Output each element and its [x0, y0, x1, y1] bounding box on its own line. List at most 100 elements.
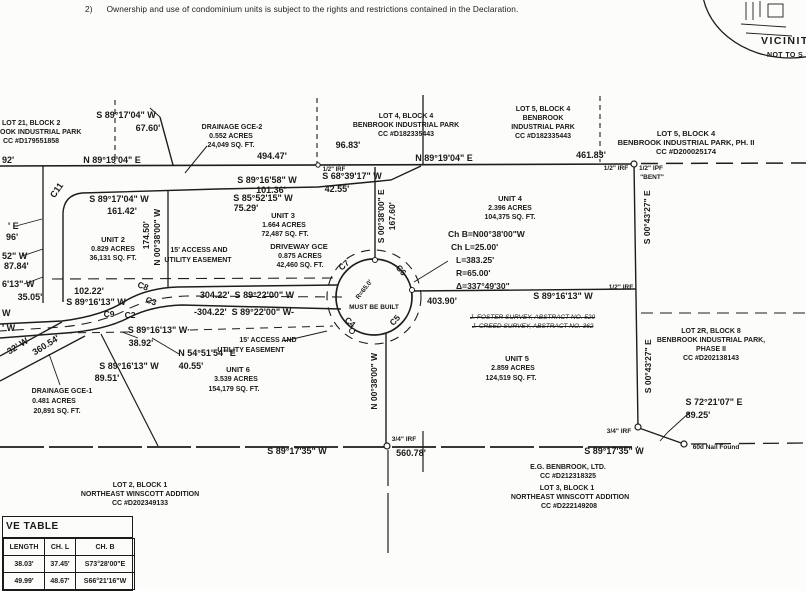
vicinity-map-circle	[703, 0, 806, 59]
plat-label: 87.84'	[4, 261, 29, 271]
plat-label: 154,179 SQ. FT.	[208, 386, 260, 393]
curve-table-cell: 37.45'	[44, 555, 76, 573]
plat-label: UNIT 3	[271, 211, 295, 220]
curve-table-cell: S66°21'16"W	[75, 572, 135, 590]
plat-label: C9	[103, 309, 115, 319]
plat-label: 15' ACCESS AND	[239, 337, 297, 344]
plat-label: LOT 3, BLOCK 1	[539, 485, 595, 492]
plat-label: 0.552 ACRES	[209, 133, 253, 140]
plat-label: S 00°43'27" E	[642, 339, 653, 394]
plat-label: LOT 2R, BLOCK 8	[681, 328, 741, 335]
plat-label: 304.22' S 89°22'00" W	[199, 290, 295, 300]
vicinity-map-streets	[740, 1, 793, 37]
plat-label: LOT 4, BLOCK 4	[378, 113, 434, 120]
plat-label: 1/2" IPF	[638, 165, 664, 172]
plat-label: DRIVEWAY GCE	[270, 242, 328, 251]
plat-label: CC #D182335443	[514, 133, 572, 140]
plat-label: 0.829 ACRES	[91, 246, 135, 253]
plat-label: DRAINAGE GCE-2	[201, 124, 263, 131]
plat-label: LOT 5, BLOCK 4	[515, 106, 571, 113]
cul-de-sac-easement-ring	[326, 249, 422, 345]
plat-label: S 00°43'27" E	[641, 190, 652, 245]
plat-label: 0.875 ACRES	[278, 253, 322, 260]
plat-label: MUST BE BUILT	[349, 304, 399, 311]
plat-label: S 68°39'17" W	[322, 171, 382, 181]
plat-label: 42.55'	[324, 184, 350, 194]
plat-label: CC #D202138143	[682, 355, 740, 362]
plat-label: 52" W	[2, 251, 28, 261]
plat-label: 96.83'	[335, 140, 361, 150]
plat-label: BENBROOK	[522, 115, 564, 122]
plat-label: W	[2, 308, 11, 318]
plat-label: 1.664 ACRES	[262, 222, 306, 229]
plat-label: UNIT 6	[226, 365, 250, 374]
plat-label: 67.60'	[135, 123, 161, 133]
plat-label: 560.78'	[396, 448, 426, 458]
plat-label: CC #D202349133	[111, 500, 169, 507]
plat-label: 42,460 SQ. FT.	[276, 262, 324, 269]
plat-note: 2)Ownership and use of condominium units…	[85, 4, 518, 14]
plat-label: 35.05'	[17, 292, 43, 302]
plat-label: 40.55'	[178, 361, 204, 371]
plat-label: NORTHEAST WINSCOTT ADDITION	[80, 491, 200, 498]
curve-table-header: CH. L	[44, 538, 76, 556]
plat-label: BENBROOK INDUSTRIAL PARK,	[656, 337, 766, 344]
plat-label: LOT 2, BLOCK 1	[112, 482, 168, 489]
plat-label: S 89°16'13" W	[66, 297, 126, 307]
plat-label: N 89°19'04" E	[415, 153, 473, 163]
plat-label: UNIT 2	[101, 235, 125, 244]
curve-table-header: LENGTH	[3, 538, 45, 556]
vicinity-map-title: VICINITY	[761, 35, 806, 47]
plat-label: S 72°21'07" E	[685, 397, 743, 407]
plat-label: N 89°19'04" E	[83, 155, 141, 165]
plat-label: 24,049 SQ. FT.	[207, 142, 255, 149]
plat-label: 174.50'	[140, 221, 151, 250]
vicinity-map-subtitle: NOT TO S	[767, 52, 804, 59]
plat-label: CC #D182335443	[377, 131, 435, 138]
road-north-edge	[0, 284, 339, 325]
plat-label: C2	[124, 310, 136, 320]
plat-label: S 89°17'35" W	[584, 446, 644, 456]
plat-label: Ch L=25.00'	[451, 242, 499, 252]
curve-table-cell: S73°28'00"E	[75, 555, 135, 573]
plat-label: S 89°16'58" W	[237, 175, 297, 185]
plat-label: 20,891 SQ. FT.	[33, 408, 81, 415]
plat-label: R=65.00'	[456, 268, 491, 278]
plat-label: 36,131 SQ. FT.	[89, 255, 137, 262]
plat-label: -304.22' S 89°22'00" W-	[193, 307, 295, 317]
plat-label: S 89°17'35" W	[267, 446, 327, 456]
plat-label: S 89°16'13" W	[99, 361, 159, 371]
plat-label: OOK INDUSTRIAL PARK	[0, 129, 82, 136]
plat-label: 89.25'	[685, 410, 711, 420]
curve-table-title: VE TABLE	[3, 517, 132, 538]
plat-label: Ch B=N00°38'00"W	[448, 229, 525, 239]
plat-label: S 89°17'04" W	[89, 194, 149, 204]
plat-label: 3/4" IRF	[391, 436, 417, 443]
plat-label: 6'13" W	[2, 279, 35, 289]
plat-label: 101.36'	[256, 185, 286, 195]
plat-label: "BENT"	[640, 174, 664, 181]
plat-label: UTILITY EASEMENT	[217, 347, 285, 354]
plat-label: BENBROOK INDUSTRIAL PARK, PH. II	[617, 138, 755, 147]
plat-label: S 89°16'13" W·	[127, 325, 191, 335]
plat-label: 15' ACCESS AND	[170, 247, 228, 254]
plat-label: N 54°51'54" E	[178, 348, 236, 358]
plat-label: 1/2" IRF	[608, 284, 634, 291]
plat-label: ' E	[8, 221, 19, 231]
curve-table-cell: 49.99'	[3, 572, 45, 590]
plat-label: 102.22'	[74, 286, 104, 296]
note-text: Ownership and use of condominium units i…	[106, 4, 519, 14]
plat-label: UTILITY EASEMENT	[164, 257, 232, 264]
plat-label: 38.92'	[128, 338, 154, 348]
curve-table-row: 49.99'48.67'S66°21'16"W	[3, 572, 135, 590]
plat-label: 1/2" IRF	[603, 165, 629, 172]
plat-label: DRAINAGE GCE-1	[31, 388, 93, 395]
plat-label: BENBROOK INDUSTRIAL PARK	[352, 122, 460, 129]
curve-table-row: 38.03'37.45'S73°28'00"E	[3, 555, 135, 573]
plat-label: N 00°38'00" W	[151, 208, 162, 266]
plat-label: 104,375 SQ. FT.	[484, 214, 536, 221]
